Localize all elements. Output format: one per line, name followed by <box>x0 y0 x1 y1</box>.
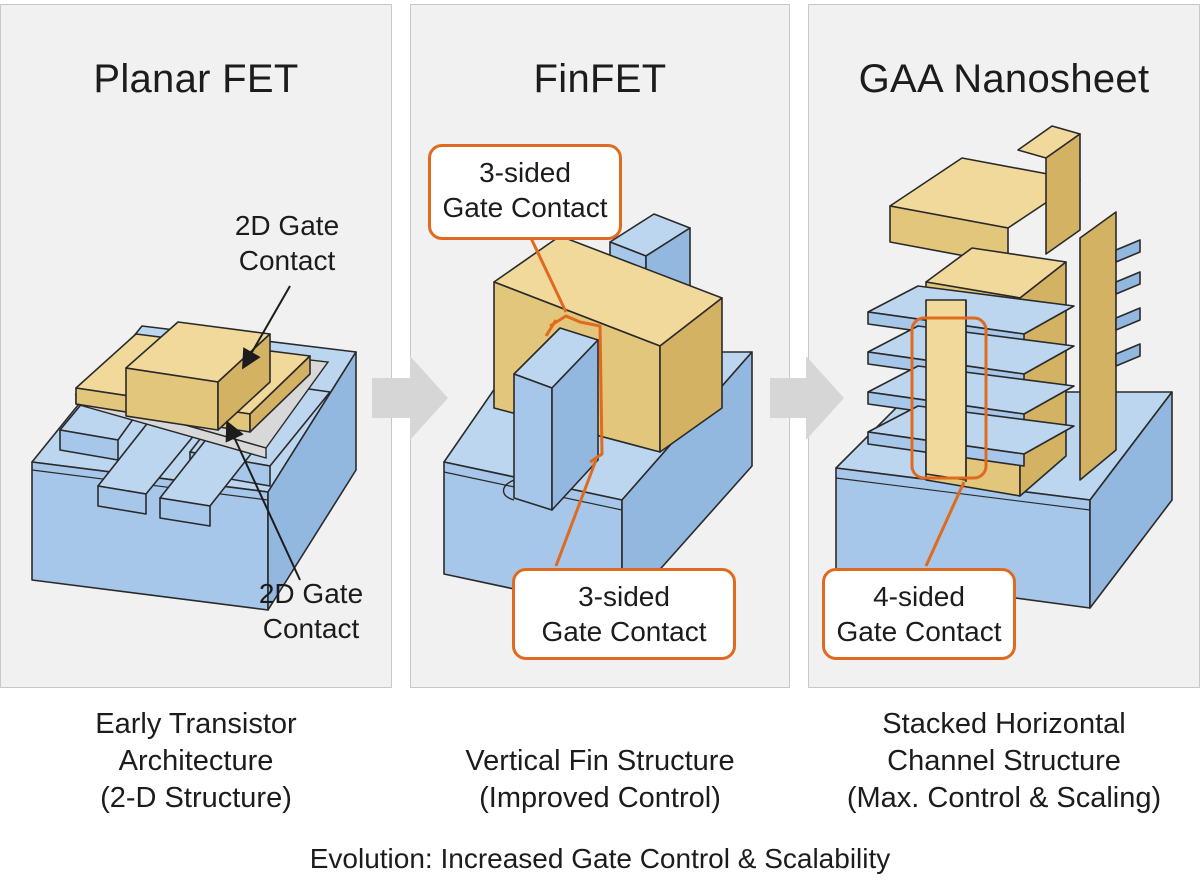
gaa-callout-bottom: 4-sided Gate Contact <box>822 568 1016 660</box>
caption-planar: Early Transistor Architecture (2-D Struc… <box>95 708 297 814</box>
panel-title-planar: Planar FET <box>93 57 299 101</box>
footer-evolution-text: Evolution: Increased Gate Control & Scal… <box>309 843 891 874</box>
finfet-structure <box>443 213 753 613</box>
panel-title-finfet: FinFET <box>533 57 667 101</box>
panel-title-gaa: GAA Nanosheet <box>858 57 1150 101</box>
planar-label-top: 2D Gate Contact <box>234 210 340 276</box>
gaa-nanosheet-structure <box>835 125 1173 609</box>
caption-finfet: Vertical Fin Structure (Improved Control… <box>465 745 735 814</box>
flow-arrow-2 <box>770 356 844 440</box>
planar-fet-structure <box>31 285 357 611</box>
finfet-callout-top: 3-sided Gate Contact <box>428 144 622 240</box>
planar-label-bottom: 2D Gate Contact <box>258 578 364 644</box>
flow-arrow-1 <box>372 356 448 440</box>
finfet-callout-bottom: 3-sided Gate Contact <box>512 568 736 660</box>
caption-gaa: Stacked Horizontal Channel Structure (Ma… <box>846 708 1162 814</box>
